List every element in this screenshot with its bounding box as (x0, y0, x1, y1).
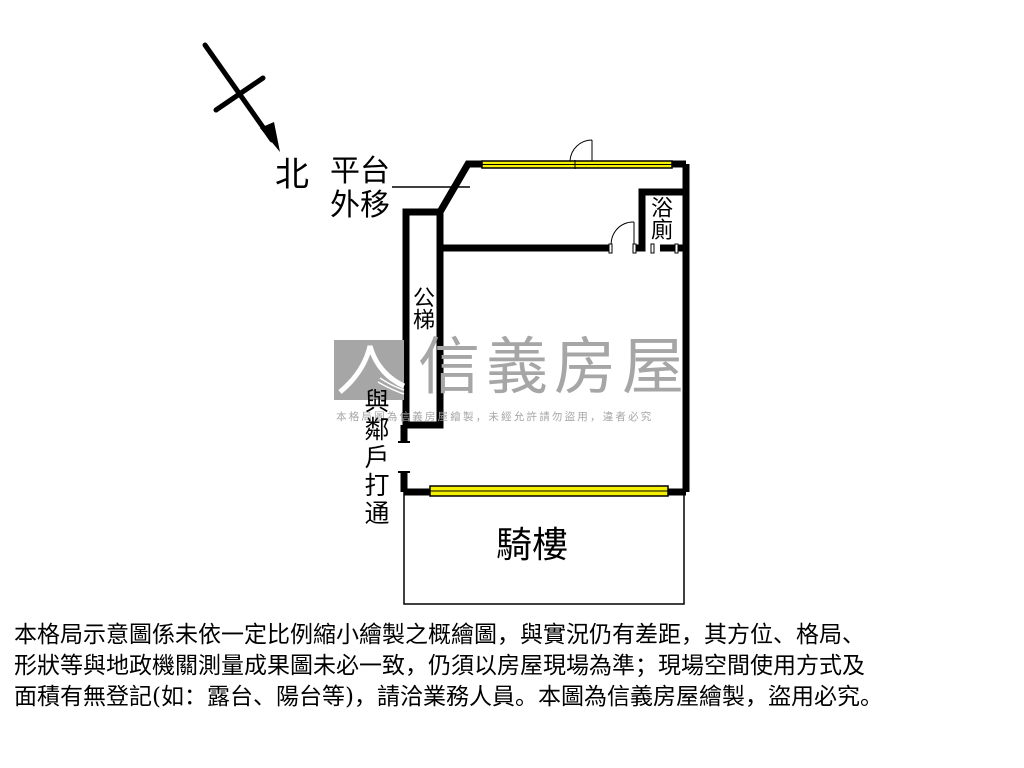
wall-serifs (398, 441, 410, 473)
disclaimer-text: 本格局示意圖係未依一定比例縮小繪製之概繪圖，與實況仍有差距，其方位、格局、 形狀… (14, 620, 1014, 713)
top-door-icon (569, 139, 593, 162)
connected-neighbor-label: 與鄰戶打通 (361, 388, 390, 528)
bathroom-door-icon (608, 221, 679, 254)
watermark-brand: 信義房屋 (418, 330, 691, 403)
walls (400, 160, 690, 496)
disclaimer-line: 本格局示意圖係未依一定比例縮小繪製之概繪圖，與實況仍有差距，其方位、格局、 (14, 622, 865, 648)
floor-plan (202, 42, 690, 605)
public-stairs-label: 公梯 (409, 286, 434, 330)
compass-label: 北 (275, 155, 309, 195)
watermark-logo-icon (334, 336, 406, 400)
platform-moved-out-label: 平台外移 (330, 154, 390, 223)
disclaimer-line: 形狀等與地政機關測量成果圖未必一致，仍須以房屋現場為準；現場空間使用方式及 (14, 653, 865, 679)
watermark-notice: 本格局圖為信義房屋繪製，未經允許請勿盜用，違者必究 (336, 411, 654, 423)
north-arrow-icon (202, 42, 280, 152)
bottom-window (429, 485, 669, 497)
arcade-label: 騎樓 (496, 525, 569, 566)
disclaimer-line: 面積有無登記(如：露台、陽台等)，請洽業務人員。本圖為信義房屋繪製，盜用必究。 (14, 684, 883, 710)
top-window (481, 160, 673, 169)
bathroom-label: 浴廁 (647, 196, 672, 240)
